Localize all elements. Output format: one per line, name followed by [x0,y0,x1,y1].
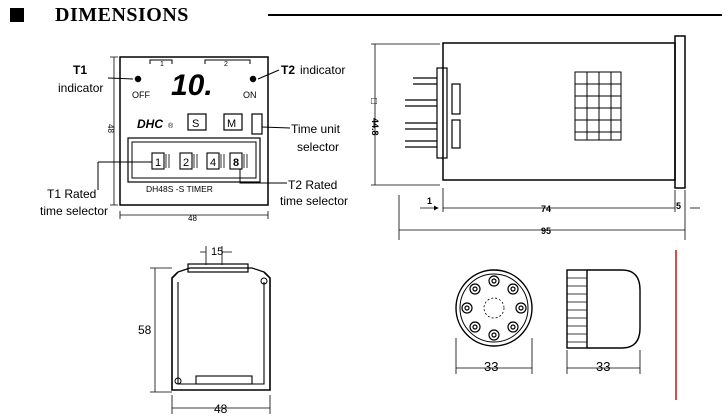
model-text: DH48S -S TIMER [146,184,213,194]
side-body-outline [442,42,676,181]
dip-switch-1 [151,152,165,170]
socket-outer-ring [455,269,533,347]
header-bar: DIMENSIONS [0,0,728,30]
bracket-dim-48: 48 [214,402,228,416]
socket-side-dim-33: 33 [596,359,610,374]
m-key-label: M [227,118,236,130]
side-height-dim: 44.8 [370,118,380,136]
dip-digit-1: 1 [155,157,161,169]
t2-callout-bold: T2 [281,63,295,77]
side-dim-5: 5 [676,201,681,211]
bracket-view [171,263,271,391]
dip-digit-8: 8 [233,157,239,169]
socket-view [455,269,533,347]
dip-switch-4 [206,152,220,170]
small-label-1: 1 [160,61,164,68]
header-bullet-icon [10,8,24,22]
dip-inner-frame [131,141,257,179]
socket-side-body [587,269,641,349]
side-view-text: □ 44.8 1 74 5 95 [370,96,681,236]
side-view [405,35,686,189]
side-front-bezel [674,35,686,189]
side-dim-95: 95 [541,226,551,236]
side-dim-1: 1 [427,196,432,206]
s-key-label: S [192,118,199,130]
dip-digit-4: 4 [210,157,216,169]
dip-switch-8 [229,152,243,170]
dip-switch-2 [179,152,193,170]
time-unit-switch [251,113,263,135]
t2-rated-callout-1: T2 Rated [288,178,337,192]
t1-rated-callout-1: T1 Rated [47,187,96,201]
front-leaders [97,56,291,219]
t1-indicator-dot [134,75,142,83]
t1-bracket [149,59,173,64]
brand-mark: ® [168,122,174,130]
square-symbol: □ [371,96,377,107]
socket-side-ribbed-part [566,269,588,349]
bracket-outline [171,271,271,391]
dip-outer-frame [127,137,261,183]
on-label: ON [243,90,257,100]
bracket-dim-58: 58 [138,323,152,337]
front-height-dim: 48 [106,124,115,133]
t1-callout-rest: indicator [58,81,103,95]
off-label: OFF [132,90,150,100]
front-view [119,56,269,206]
socket-side-view [566,269,641,349]
bracket-dim-lines [150,246,271,414]
display-digits: 10. [171,69,213,102]
socket-side-dim-lines [566,350,641,374]
front-view-text: 10. 1 2 OFF ON DHC ® S M 1 2 4 8 DH48S -… [40,61,348,223]
s-key-button [187,113,207,131]
dip-digit-2: 2 [183,157,189,169]
bracket-view-text: 15 58 48 [138,246,228,416]
t1-rated-callout-2: time selector [40,204,108,218]
m-key-button [223,113,243,131]
side-dim-lines [371,43,700,240]
t2-rated-callout-2: time selector [280,194,348,208]
t2-indicator-dot [249,75,257,83]
front-panel-outline [119,56,269,206]
t1-callout-bold: T1 [73,63,87,77]
front-width-dim: 48 [188,214,197,223]
t2-callout-rest: indicator [300,63,345,77]
socket-block [436,67,448,159]
t2-bracket [204,59,251,64]
socket-dim-lines [455,338,533,374]
header-rule [268,14,722,16]
time-unit-callout-2: selector [297,140,339,154]
time-unit-callout-1: Time unit [291,122,341,136]
page-title: DIMENSIONS [55,4,189,26]
socket-dim-33: 33 [484,359,498,374]
side-dim-74: 74 [541,204,551,214]
small-label-2: 2 [224,61,228,68]
bracket-dim-15: 15 [211,246,223,258]
brand-logo: DHC [137,117,163,131]
